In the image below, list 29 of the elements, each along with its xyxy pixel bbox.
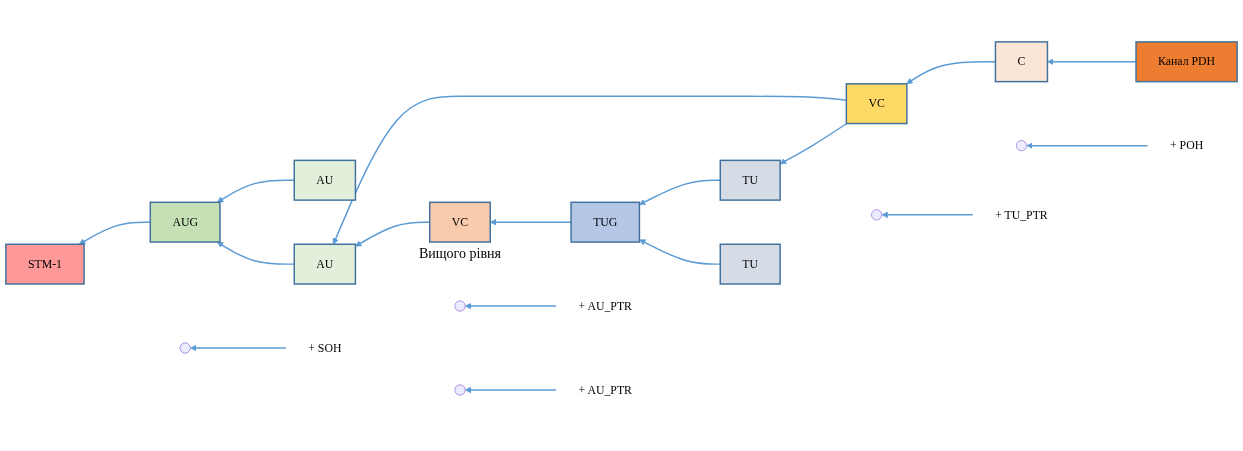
node-box: STM-1 xyxy=(5,243,85,285)
node-box: Канал PDH xyxy=(1135,40,1238,82)
node-box: AU xyxy=(293,159,357,201)
node-caption: Вищого рівня xyxy=(419,245,501,262)
arrow xyxy=(464,302,558,309)
node-box: TUG xyxy=(570,201,641,243)
node-text: + POH xyxy=(1170,138,1204,152)
arrow xyxy=(190,344,287,351)
node-text: + AU_PTR xyxy=(578,299,632,312)
arrow xyxy=(1047,58,1137,65)
node-text: + TU_PTR xyxy=(995,207,1048,221)
node-box: VC xyxy=(845,82,908,124)
node-text: + SOH xyxy=(308,341,342,354)
node-box: AU xyxy=(293,243,357,285)
arrow xyxy=(217,179,295,203)
node-box: TU xyxy=(719,243,781,285)
arrow xyxy=(881,211,974,218)
node-box: C xyxy=(994,40,1049,82)
node-box: VC xyxy=(429,201,491,243)
arrow xyxy=(1026,142,1149,149)
arrow xyxy=(639,239,721,265)
node-box: AUG xyxy=(149,201,221,243)
arrow xyxy=(464,386,558,393)
arrow xyxy=(217,241,295,265)
arrow xyxy=(332,95,848,245)
arrow xyxy=(639,179,721,205)
arrow xyxy=(779,122,848,164)
node-text: + AU_PTR xyxy=(578,382,632,396)
node-box: TU xyxy=(719,159,781,201)
